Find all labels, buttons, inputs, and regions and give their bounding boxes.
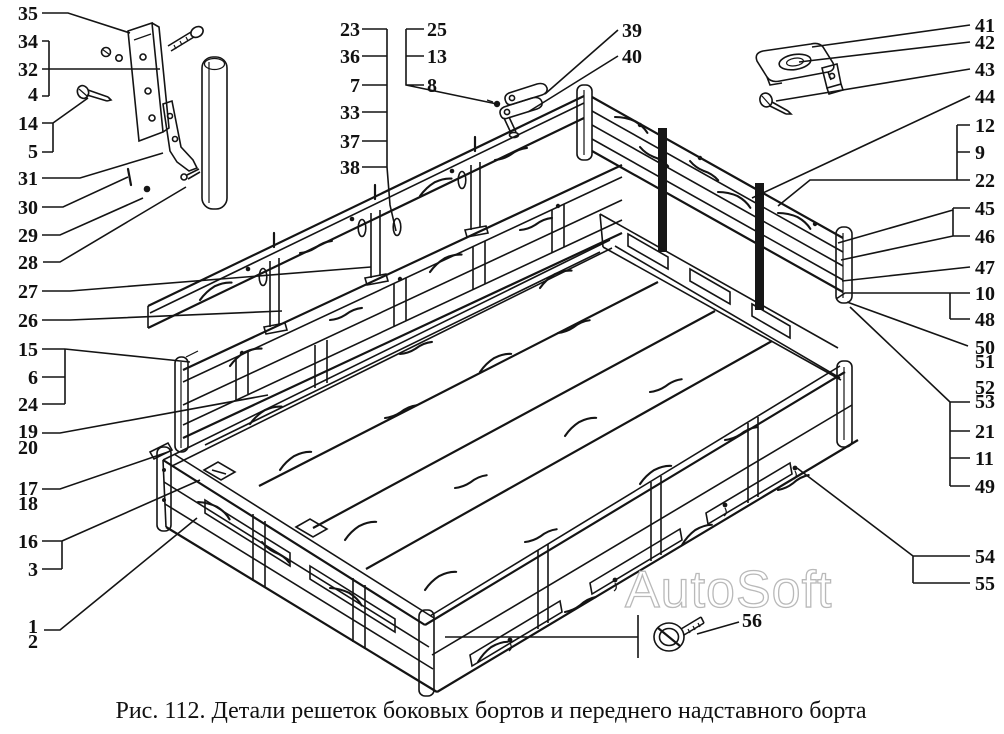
callout-17: 17 xyxy=(18,478,38,500)
side-board-stakes xyxy=(258,162,490,335)
callout-50: 50 xyxy=(975,337,995,359)
callout-52: 52 xyxy=(975,377,995,399)
callout-14: 14 xyxy=(18,113,38,135)
callout-38: 38 xyxy=(340,157,360,179)
callout-23: 23 xyxy=(340,19,360,41)
callout-31: 31 xyxy=(18,168,38,190)
callout-labels: 3534324145313029282726156241920171816312… xyxy=(18,3,995,653)
callout-9: 9 xyxy=(975,142,985,164)
inner-back-wall xyxy=(599,213,842,381)
bolt-56-detail xyxy=(653,616,705,652)
callout-30: 30 xyxy=(18,197,38,219)
callout-27: 27 xyxy=(18,281,38,303)
leader-lines-right xyxy=(751,24,971,584)
screw-detail-right xyxy=(759,92,793,115)
callout-19: 19 xyxy=(18,421,38,443)
upper-side-rail xyxy=(147,95,585,329)
callout-35: 35 xyxy=(18,3,38,25)
callout-47: 47 xyxy=(975,257,995,279)
callout-42: 42 xyxy=(975,32,995,54)
callout-11: 11 xyxy=(975,448,994,470)
callout-44: 44 xyxy=(975,86,995,108)
callout-5: 5 xyxy=(28,141,38,163)
corner-post xyxy=(576,84,593,161)
callout-25: 25 xyxy=(427,19,447,41)
callout-3: 3 xyxy=(28,559,38,581)
callout-56: 56 xyxy=(742,610,762,632)
pillar-post-detail xyxy=(201,56,228,210)
leader-lines-left xyxy=(42,12,372,631)
callout-2: 2 xyxy=(28,631,38,653)
floor-planks xyxy=(204,251,773,592)
bolt-detail-top xyxy=(167,25,204,52)
watermark: AutoSoft xyxy=(625,561,832,619)
callout-26: 26 xyxy=(18,310,38,332)
callout-6: 6 xyxy=(28,367,38,389)
callout-24: 24 xyxy=(18,394,38,416)
callout-12: 12 xyxy=(975,115,995,137)
callout-40: 40 xyxy=(622,46,642,68)
front-left-face xyxy=(156,446,438,697)
callout-22: 22 xyxy=(975,170,995,192)
bed-rim xyxy=(148,239,846,626)
callout-28: 28 xyxy=(18,252,38,274)
callout-37: 37 xyxy=(340,131,360,153)
callout-29: 29 xyxy=(18,225,38,247)
leader-lines-bottom xyxy=(445,615,740,658)
leader-lines-top xyxy=(362,28,619,232)
callout-1: 1 xyxy=(28,616,38,638)
callout-10: 10 xyxy=(975,283,995,305)
callout-41: 41 xyxy=(975,15,995,37)
callout-8: 8 xyxy=(427,75,437,97)
hinge-plate-detail xyxy=(76,21,228,210)
callout-55: 55 xyxy=(975,573,995,595)
callout-45: 45 xyxy=(975,198,995,220)
callout-13: 13 xyxy=(427,46,447,68)
callout-48: 48 xyxy=(975,309,995,331)
callout-4: 4 xyxy=(28,84,38,106)
callout-49: 49 xyxy=(975,476,995,498)
callout-36: 36 xyxy=(340,46,360,68)
callout-53: 53 xyxy=(975,391,995,413)
latch-detail xyxy=(486,82,548,139)
callout-46: 46 xyxy=(975,226,995,248)
callout-54: 54 xyxy=(975,546,995,568)
bed-platform-drawing xyxy=(147,84,859,697)
callout-43: 43 xyxy=(975,59,995,81)
lower-side-grille xyxy=(174,164,623,453)
callout-51: 51 xyxy=(975,351,995,373)
callout-20: 20 xyxy=(18,437,38,459)
callout-33: 33 xyxy=(340,102,360,124)
callout-15: 15 xyxy=(18,339,38,361)
front-extension-board xyxy=(591,96,853,310)
screw-detail-left xyxy=(76,84,113,102)
callout-21: 21 xyxy=(975,421,995,443)
callout-16: 16 xyxy=(18,531,38,553)
l-bracket-detail xyxy=(162,99,199,172)
handle-bracket-detail xyxy=(755,42,845,115)
callout-39: 39 xyxy=(622,20,642,42)
callout-18: 18 xyxy=(18,493,38,515)
callout-7: 7 xyxy=(350,75,360,97)
front-right-face xyxy=(431,360,859,693)
callout-32: 32 xyxy=(18,59,38,81)
figure-caption: Рис. 112. Детали решеток боковых бортов … xyxy=(115,698,866,724)
callout-34: 34 xyxy=(18,31,38,53)
